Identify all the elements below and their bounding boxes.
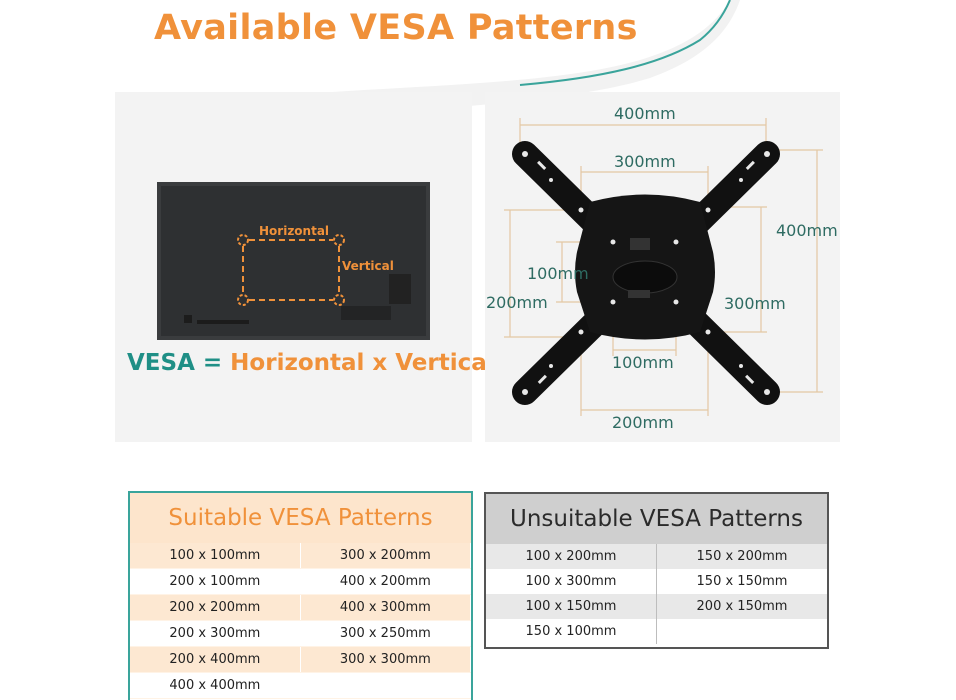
vesa-formula: VESA = Horizontal x Vertical (127, 350, 495, 376)
table-cell: 200 x 100mm (130, 568, 301, 595)
horizontal-label: Horizontal (259, 224, 330, 238)
table-cell: 100 x 200mm (486, 544, 657, 569)
table-row: 100 x 300mm 150 x 150mm (486, 569, 827, 594)
unsuitable-table-body: 100 x 200mm 150 x 200mm 100 x 300mm 150 … (486, 544, 827, 644)
table-row: 400 x 400mm (130, 672, 472, 699)
table-cell: 300 x 200mm (300, 543, 472, 569)
table-cell: 400 x 300mm (300, 594, 472, 621)
suitable-heading: Suitable VESA Patterns (130, 493, 471, 543)
dim-bottom-mid: 200mm (612, 413, 674, 432)
dim-inner-height: 300mm (724, 294, 786, 313)
table-cell: 400 x 400mm (130, 672, 301, 699)
suitable-patterns-table: Suitable VESA Patterns 100 x 100mm 300 x… (128, 491, 473, 700)
unsuitable-heading: Unsuitable VESA Patterns (486, 494, 827, 544)
table-cell: 200 x 400mm (130, 646, 301, 673)
dim-outer-height: 400mm (776, 221, 838, 240)
table-row: 100 x 200mm 150 x 200mm (486, 544, 827, 569)
table-cell: 200 x 150mm (656, 594, 827, 619)
table-cell: 100 x 300mm (486, 569, 657, 594)
table-cell: 200 x 300mm (130, 620, 301, 647)
mount-plate-illustration (504, 118, 823, 416)
page-title: Available VESA Patterns (154, 8, 638, 48)
unsuitable-patterns-table: Unsuitable VESA Patterns 100 x 200mm 150… (484, 492, 829, 649)
dim-outer-width: 400mm (614, 104, 676, 123)
table-cell: 150 x 150mm (656, 569, 827, 594)
table-cell (656, 619, 827, 644)
table-cell: 400 x 200mm (300, 568, 472, 595)
table-cell: 300 x 300mm (300, 646, 472, 673)
formula-rhs: Horizontal x Vertical (230, 350, 495, 376)
table-cell (300, 672, 472, 699)
table-row: 100 x 150mm 200 x 150mm (486, 594, 827, 619)
dim-left-mid: 200mm (486, 293, 548, 312)
table-cell: 150 x 200mm (656, 544, 827, 569)
table-row: 200 x 300mm 300 x 250mm (130, 620, 472, 647)
dim-inner-width: 300mm (614, 152, 676, 171)
tv-back-illustration (157, 182, 430, 340)
suitable-table-body: 100 x 100mm 300 x 200mm 200 x 100mm 400 … (130, 543, 472, 699)
table-cell: 100 x 150mm (486, 594, 657, 619)
dim-bottom-small: 100mm (612, 353, 674, 372)
table-row: 200 x 100mm 400 x 200mm (130, 568, 472, 595)
formula-lhs: VESA = (127, 350, 223, 376)
table-cell: 300 x 250mm (300, 620, 472, 647)
table-cell: 150 x 100mm (486, 619, 657, 644)
table-row: 200 x 200mm 400 x 300mm (130, 594, 472, 621)
dim-left-small: 100mm (527, 264, 589, 283)
vertical-label: Vertical (342, 259, 394, 273)
table-row: 100 x 100mm 300 x 200mm (130, 543, 472, 569)
table-row: 200 x 400mm 300 x 300mm (130, 646, 472, 673)
table-row: 150 x 100mm (486, 619, 827, 644)
table-cell: 100 x 100mm (130, 543, 301, 569)
table-cell: 200 x 200mm (130, 594, 301, 621)
